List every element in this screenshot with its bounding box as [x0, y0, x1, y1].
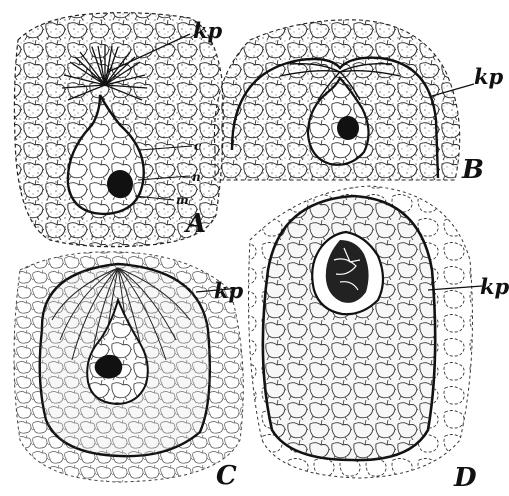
panel-c-kp-label: kp [214, 278, 244, 303]
panel-d: kp D [249, 186, 509, 493]
panel-d-kp-label: kp [480, 274, 509, 299]
panel-c: kp C [14, 252, 244, 491]
panel-b: kp B [214, 20, 503, 185]
panel-b-kp-label: kp [474, 64, 504, 89]
panel-c-label: C [216, 461, 237, 491]
panel-a-n-label: n [192, 170, 201, 184]
panel-a: kp c n m A [14, 13, 223, 247]
panel-a-label: A [183, 209, 206, 239]
panel-d-label: D [453, 463, 477, 493]
panel-a-nucleus [107, 170, 133, 198]
panel-a-kp-label: kp [193, 18, 223, 43]
panel-b-nucleus [337, 116, 359, 140]
panel-a-m-label: m [176, 193, 189, 207]
panel-a-c-label: c [194, 139, 202, 153]
panel-b-label: B [461, 155, 484, 185]
